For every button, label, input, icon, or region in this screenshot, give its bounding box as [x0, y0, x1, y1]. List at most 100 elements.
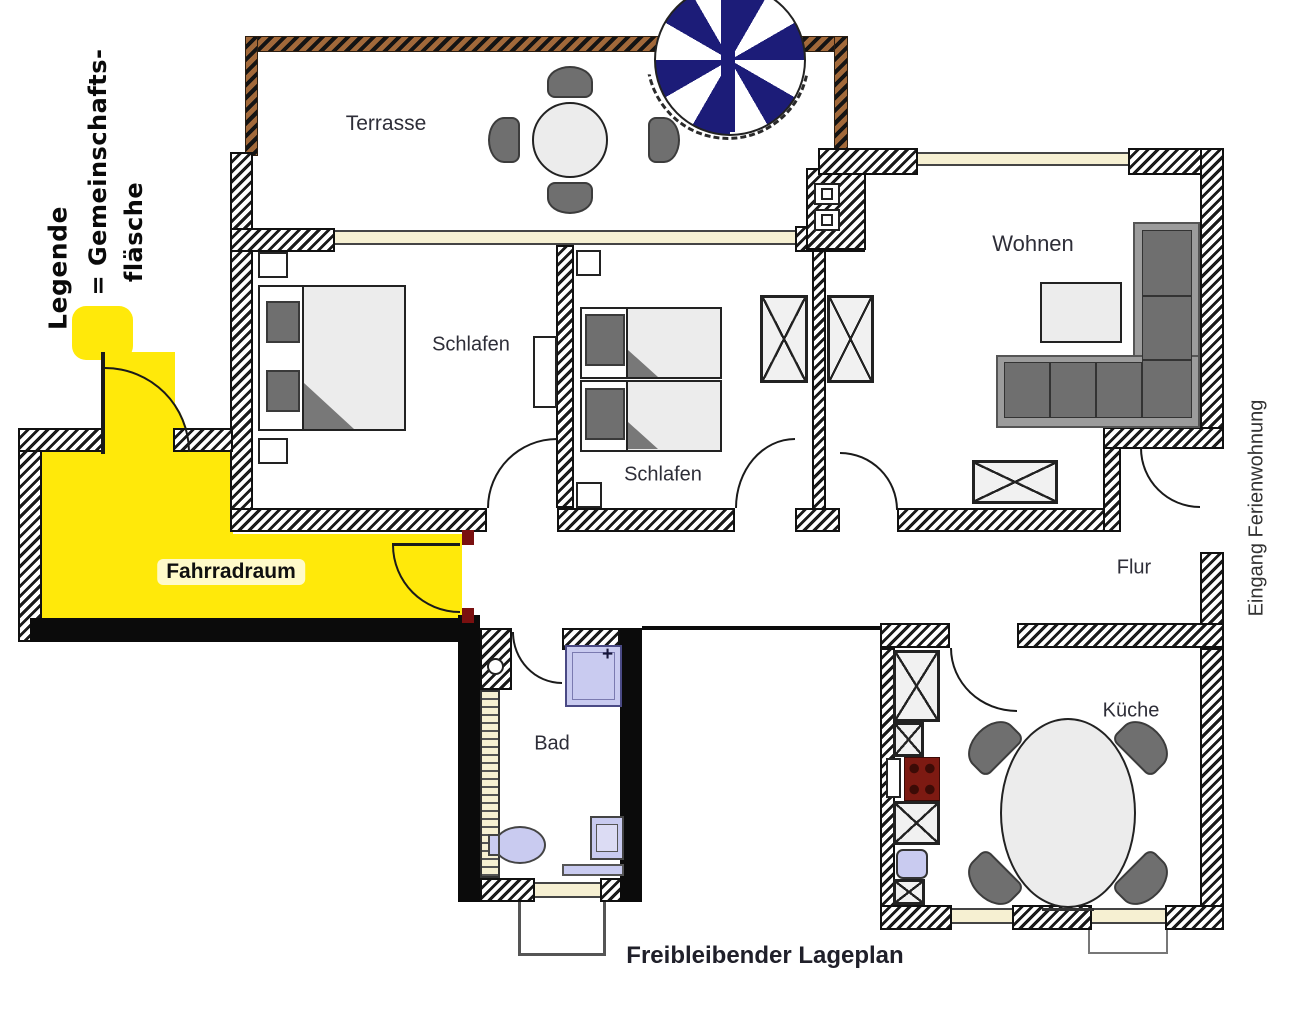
- shower-inner: [572, 652, 615, 700]
- nightstand: [258, 252, 288, 278]
- wall-bedrooms-top-left: [230, 228, 335, 252]
- bad-shelf: [562, 864, 624, 876]
- bad-tiled-wall: [480, 690, 500, 878]
- sofa-cushion: [1142, 296, 1192, 360]
- terrace-chair-right: [648, 117, 680, 163]
- window-kitchen-bottom-2: [1092, 908, 1165, 924]
- bed-pillow: [266, 370, 300, 412]
- kitchen-window-well: [1088, 930, 1168, 954]
- window-kitchen-bottom-1: [952, 908, 1012, 924]
- bedroom2-door-arc: [735, 438, 795, 508]
- chimney-flue-1-inner: [821, 188, 833, 200]
- terrace-chair-top: [547, 66, 593, 98]
- terrace-chair-left: [488, 117, 520, 163]
- bad-window-well: [518, 902, 606, 956]
- chimney-flue-2-inner: [821, 214, 833, 226]
- bad-door-arc: [512, 632, 562, 684]
- room-label-kueche: Küche: [1102, 699, 1160, 722]
- entrance-label: Eingang Ferienwohnung: [1245, 399, 1268, 617]
- kitchen-door-arc: [950, 648, 1017, 712]
- nightstand: [576, 482, 602, 508]
- room-label-schlafen1: Schlafen: [432, 333, 510, 356]
- wall-bedroom1-left: [230, 152, 253, 532]
- sofa-cushion: [1004, 362, 1050, 418]
- wohnen-door-arc: [840, 452, 898, 510]
- corridor-door-post-bottom: [462, 608, 474, 623]
- wall-bedrooms-bottom-1: [230, 508, 487, 532]
- wall-kitchen-bottom-1: [880, 905, 952, 930]
- terrace-table: [532, 102, 608, 178]
- wall-kitchen-right: [1200, 648, 1224, 930]
- legend-line2: fläsche: [120, 181, 148, 283]
- wall-wohnen-bottom-right: [1103, 427, 1224, 449]
- wall-bad-left: [458, 615, 480, 902]
- legend-color-swatch: [72, 306, 133, 360]
- kitchen-table: [1000, 718, 1136, 908]
- wall-kitchen-bottom-3: [1165, 905, 1224, 930]
- kitchen-cabinet: [893, 801, 940, 845]
- room-label-flur: Flur: [1116, 556, 1152, 579]
- wall-black-bottom: [30, 618, 462, 642]
- toilet-tank: [488, 834, 500, 856]
- wall-kitchen-top-left: [880, 623, 950, 648]
- terrace-chair-bottom: [547, 182, 593, 214]
- wall-fahrrad-top-1: [18, 428, 103, 452]
- legend-heading: Legende: [43, 206, 73, 330]
- fahrradraum-area-highlight: [42, 452, 233, 534]
- sink-basin: [596, 824, 618, 852]
- bedroom1-wardrobe: [533, 336, 557, 408]
- room-label-bad: Bad: [534, 732, 570, 755]
- wohnen-wardrobe: [827, 295, 874, 383]
- toilet-icon: [494, 826, 546, 864]
- stove-icon: [904, 757, 940, 801]
- entrance-door-arc: [1140, 448, 1200, 508]
- kitchen-worktop: [886, 758, 901, 798]
- wall-bad-right: [620, 628, 642, 902]
- terrace-wall-left: [245, 36, 258, 156]
- bed-pillow: [266, 301, 300, 343]
- wohnen-sideboard: [972, 460, 1058, 504]
- legend-line1: = Gemeinschafts-: [84, 48, 112, 296]
- kitchen-sink-icon: [896, 849, 928, 879]
- bedroom2-wardrobe: [760, 295, 808, 383]
- wall-kitchen-top-right: [1017, 623, 1224, 648]
- sofa-cushion: [1096, 362, 1142, 418]
- shower-plus-mark: +: [602, 644, 614, 665]
- terrace-wall-right: [834, 36, 848, 154]
- nightstand: [576, 250, 601, 276]
- nightstand: [258, 438, 288, 464]
- plan-title: Freibleibender Lageplan: [626, 942, 904, 969]
- wall-bedroom-divider: [556, 245, 574, 508]
- kitchen-cabinet: [893, 879, 925, 905]
- window-bad-bottom: [535, 882, 600, 898]
- window-wohnen-top: [918, 152, 1128, 166]
- bed-pillow: [585, 388, 625, 440]
- kitchen-cabinet-tall: [893, 650, 940, 722]
- shower-icon: [565, 645, 622, 707]
- window-bedrooms-terrace: [335, 230, 795, 245]
- wall-bedrooms-bottom-stub: [795, 508, 840, 532]
- coffee-table: [1040, 282, 1122, 343]
- fahrradraum-door-arc: [105, 367, 190, 452]
- wall-wohnen-bottom-left: [897, 508, 1121, 532]
- kitchen-cabinet: [893, 722, 924, 757]
- fahrradraum-door-leaf: [101, 352, 105, 454]
- wall-bedrooms-bottom-2: [557, 508, 735, 532]
- wall-flur-bottom-line: [642, 626, 880, 630]
- sofa-cushion-corner: [1142, 360, 1192, 418]
- bed-pillow: [585, 314, 625, 366]
- room-label-wohnen: Wohnen: [992, 231, 1074, 256]
- sofa-cushion: [1142, 230, 1192, 296]
- wall-bad-bottom-left: [480, 878, 535, 902]
- spiral-staircase-axis: [721, 0, 735, 132]
- room-label-terrasse: Terrasse: [345, 112, 427, 135]
- bad-vent-icon: [487, 658, 504, 675]
- wall-wohnen-top-left: [818, 148, 918, 175]
- bedroom1-door-arc: [487, 438, 557, 508]
- room-label-fahrradraum: Fahrradraum: [157, 559, 305, 585]
- corridor-door-leaf: [392, 543, 460, 546]
- kitchen-table-mark: [1042, 908, 1094, 911]
- wall-bedroom2-wohnen-divider: [812, 250, 826, 510]
- wall-fahrrad-left: [18, 428, 42, 642]
